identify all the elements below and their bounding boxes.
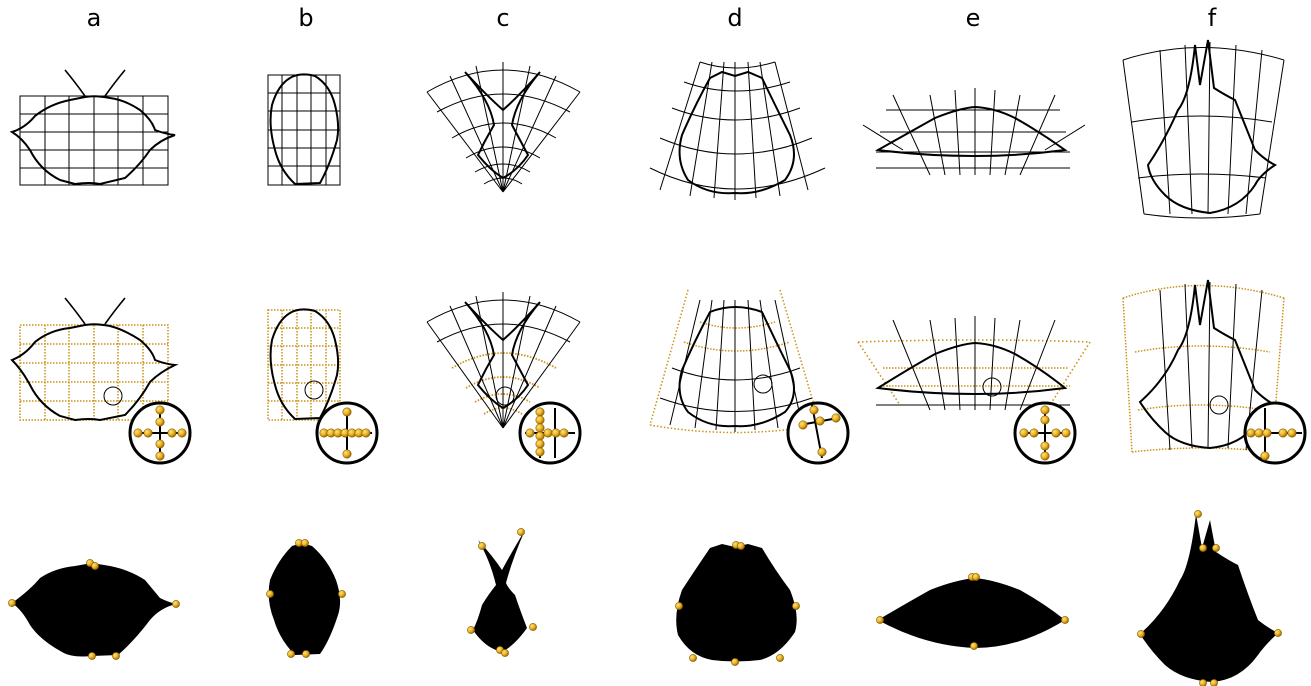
landmark-ball [1052,429,1060,437]
landmark-ball [343,408,351,416]
landmark-ball [1274,629,1281,636]
landmark-ball [112,652,119,659]
landmark-ball [91,562,98,569]
landmark-ball [1261,452,1269,460]
landmark-ball [1210,679,1217,686]
grid-e [863,88,1085,175]
landmark-ball [529,623,536,630]
landmark-ball [792,602,799,609]
digitized-b [268,309,340,420]
landmark-ball [832,414,840,422]
landmark-ball [302,650,309,657]
landmark-ball [970,642,977,649]
landmark-ball [1279,429,1287,437]
landmark-ball [818,448,826,456]
landmark-ball [536,440,544,448]
landmark-ball [536,408,544,416]
landmark-ball [156,452,164,460]
carapace-outline-b [271,74,339,184]
landmark-ball [972,573,979,580]
digitized-a [12,298,175,420]
grid-f [1123,40,1284,218]
landmark-ball [478,542,485,549]
grid-d [650,62,825,200]
digitized-e [858,316,1090,410]
landmark-ball [301,539,308,546]
landmark-ball [1199,679,1206,686]
digitized-d [650,290,820,433]
landmark-ball [362,429,370,437]
landmark-ball [287,650,294,657]
landmark-ball [1255,429,1263,437]
carapace-outline-f [1148,40,1275,213]
silhouette-e [878,578,1065,648]
landmark-ball [1194,510,1201,517]
silhouette-landmark-balls [8,510,1281,686]
landmark-ball [1062,429,1070,437]
landmark-ball [88,652,95,659]
landmark-ball [1041,452,1049,460]
landmark-ball [501,649,508,656]
landmark-ball [776,654,783,661]
landmark-ball [266,590,273,597]
landmark-ball [816,417,824,425]
landmark-ball [144,429,152,437]
landmark-ball [134,429,142,437]
landmark-ball [536,424,544,432]
landmark-ball [1263,429,1271,437]
landmark-ball [1020,429,1028,437]
row-original-grids [12,40,1284,218]
landmark-ball [560,429,568,437]
landmark-ball [338,590,345,597]
landmark-ball [172,600,179,607]
row-digitized-grids [12,280,1305,463]
landmark-ball [1041,406,1049,414]
inset-landmark-balls [134,406,1296,460]
landmark-ball [1199,544,1206,551]
landmark-ball [536,416,544,424]
landmark-ball [544,429,552,437]
landmark-ball [1288,429,1296,437]
landmark-ball [467,626,474,633]
row-silhouettes [8,510,1281,686]
silhouette-d [676,544,796,662]
landmark-ball [1247,429,1255,437]
landmark-ball [156,440,164,448]
grid-b [268,74,340,185]
landmark-ball [526,429,534,437]
landmark-ball [1061,616,1068,623]
silhouette-a [12,563,176,657]
landmark-ball [1041,416,1049,424]
landmark-ball [876,616,883,623]
landmark-ball [1030,429,1038,437]
landmark-ball [536,448,544,456]
landmark-ball [1137,630,1144,637]
landmark-ball [799,421,807,429]
landmark-ball [178,429,186,437]
silhouette-b [269,543,340,655]
landmark-ball [689,654,696,661]
grid-c [427,62,580,192]
landmark-ball [156,406,164,414]
landmark-ball [536,432,544,440]
landmark-ball [8,599,15,606]
landmark-ball [675,602,682,609]
landmark-ball [552,429,560,437]
landmark-ball [1041,442,1049,450]
landmark-ball [156,418,164,426]
landmark-ball [517,528,524,535]
silhouette-f [1140,514,1278,682]
landmark-ball [731,658,738,665]
landmark-ball [343,450,351,458]
landmark-ball [1212,544,1219,551]
grid-a [12,70,175,185]
landmark-ball [810,406,818,414]
landmark-ball [737,542,744,549]
landmark-ball [168,429,176,437]
